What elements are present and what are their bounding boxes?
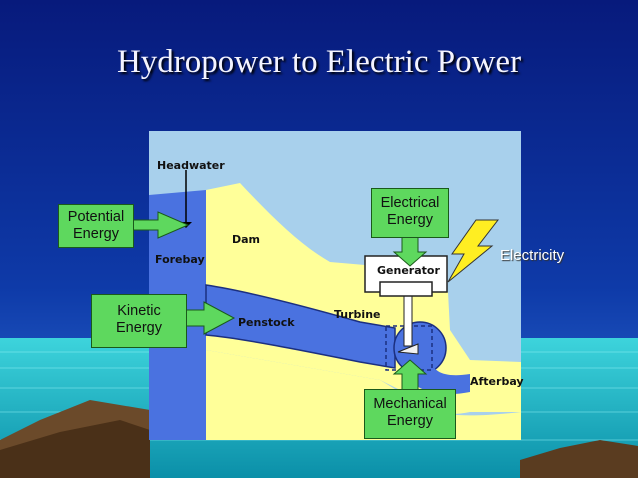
- potential-line1: Potential: [67, 209, 125, 225]
- afterbay-label: Afterbay: [470, 375, 524, 388]
- mechanical-arrow: [392, 359, 428, 391]
- headwater-label: Headwater: [157, 159, 225, 172]
- slide-title: Hydropower to Electric Power: [116, 44, 522, 80]
- island-right: [520, 440, 638, 478]
- dam-label: Dam: [232, 233, 260, 246]
- mechanical-line2: Energy: [387, 413, 433, 429]
- generator-label: Generator: [377, 264, 440, 277]
- mechanical-energy-callout: Mechanical Energy: [364, 389, 456, 439]
- potential-line2: Energy: [73, 226, 119, 242]
- kinetic-line2: Energy: [116, 320, 162, 336]
- lightning-bolt-icon: [447, 219, 500, 283]
- penstock-label: Penstock: [238, 316, 295, 329]
- electrical-energy-callout: Electrical Energy: [371, 188, 449, 238]
- generator-body: [379, 281, 433, 297]
- kinetic-arrow: [185, 301, 236, 335]
- potential-energy-callout: Potential Energy: [58, 204, 134, 248]
- turbine-runner: [397, 343, 419, 355]
- forebay-label: Forebay: [155, 253, 205, 266]
- island-left-shade: [0, 420, 150, 478]
- turbine-label: Turbine: [334, 308, 381, 321]
- electrical-line2: Energy: [387, 212, 433, 228]
- kinetic-line1: Kinetic: [117, 303, 161, 319]
- electrical-arrow: [392, 235, 428, 267]
- electrical-line1: Electrical: [380, 195, 440, 211]
- penstock: [205, 284, 396, 369]
- kinetic-energy-callout: Kinetic Energy: [91, 294, 187, 348]
- mechanical-line1: Mechanical: [373, 396, 447, 412]
- electricity-label: Electricity: [500, 247, 565, 264]
